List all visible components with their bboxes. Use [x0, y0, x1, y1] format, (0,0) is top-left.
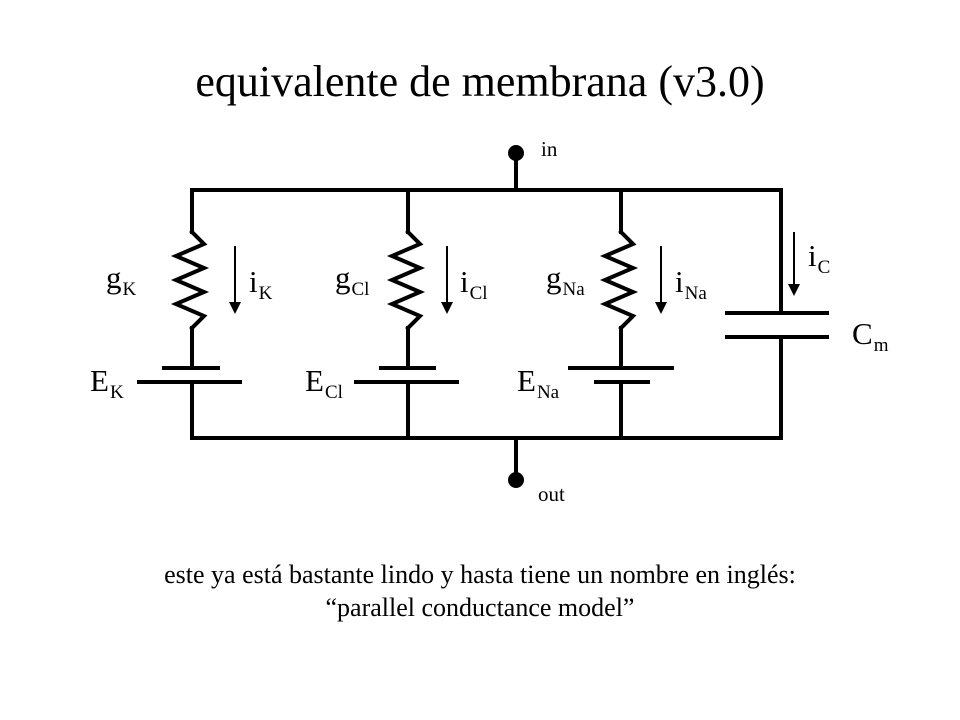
- resistor-k: [170, 229, 210, 331]
- out-terminal-dot: [508, 472, 524, 488]
- current-k-label: iK: [249, 264, 273, 304]
- caption-line-2: “parallel conductance model”: [325, 593, 635, 622]
- conductance-na-label: gNa: [546, 260, 585, 300]
- emf-cl-label: ECl: [305, 363, 343, 403]
- conductance-cl-label: gCl: [335, 260, 370, 300]
- in-terminal-dot: [508, 145, 524, 161]
- diagram-title: equivalente de membrana (v3.0): [195, 57, 765, 106]
- current-cl-label: iCl: [460, 264, 488, 304]
- conductance-k-label: gK: [106, 260, 137, 300]
- resistor-cl: [386, 229, 426, 331]
- branch-k: [137, 188, 242, 440]
- emf-na-label: ENa: [517, 363, 560, 403]
- current-arrow-na: [655, 246, 667, 314]
- caption: este ya está bastante lindo y hasta tien…: [0, 558, 960, 624]
- branch-capacitor: [725, 188, 829, 440]
- current-c-label: iC: [808, 238, 831, 278]
- branch-na: [568, 188, 674, 440]
- current-arrow-cl: [441, 246, 453, 314]
- current-arrow-c: [788, 232, 800, 296]
- in-terminal-label: in: [541, 137, 558, 161]
- out-terminal-label: out: [538, 482, 565, 506]
- capacitance-label: Cm: [852, 316, 889, 356]
- resistor-na: [599, 229, 639, 331]
- caption-line-1: este ya está bastante lindo y hasta tien…: [164, 560, 796, 589]
- current-na-label: iNa: [675, 264, 707, 304]
- branch-cl: [354, 188, 459, 440]
- current-arrow-k: [229, 246, 241, 314]
- emf-k-label: EK: [90, 363, 124, 403]
